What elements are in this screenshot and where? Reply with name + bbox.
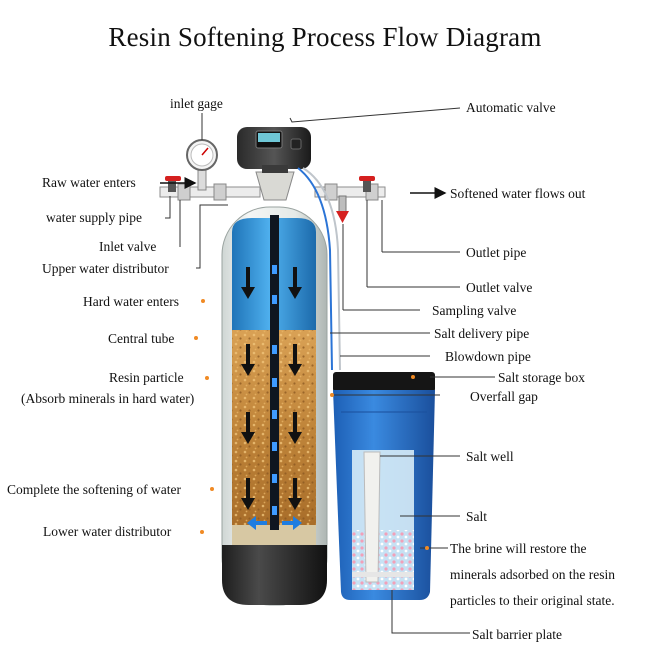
label-blowdown-pipe: Blowdown pipe [445,349,531,364]
salt-storage-box [333,372,435,600]
label-salt-well: Salt well [466,449,514,464]
label-salt: Salt [466,509,488,524]
label-automatic-valve: Automatic valve [466,100,556,115]
inlet-pipework [159,139,261,201]
label-raw-water-enters: Raw water enters [42,175,136,190]
label-upper-water-distributor: Upper water distributor [42,261,169,276]
label-overfall-gap: Overfall gap [470,389,538,404]
label-salt-barrier-plate: Salt barrier plate [472,627,562,642]
label-lower-water-distributor: Lower water distributor [43,524,172,539]
page-title: Resin Softening Process Flow Diagram [108,22,542,52]
label-resin-particle: Resin particle [109,370,184,385]
label-outlet-valve: Outlet valve [466,280,533,295]
label-brine-restore-line3: particles to their original state. [450,593,615,608]
outlet-pipework [314,176,386,223]
central-tube [270,215,279,530]
orange-leaders [194,299,429,550]
label-inlet-gage: inlet gage [170,96,223,111]
label-inlet-valve: Inlet valve [99,239,157,254]
lower-distributor-arrows [247,516,302,530]
label-brine-restore-line2: minerals adsorbed on the resin [450,567,615,582]
label-sampling-valve: Sampling valve [432,303,517,318]
label-water-supply-pipe: water supply pipe [46,210,142,225]
label-softened-water-flows-out: Softened water flows out [450,186,586,201]
label-hard-water-enters: Hard water enters [83,294,179,309]
leader-lines [165,107,495,634]
label-complete-softening: Complete the softening of water [7,482,181,497]
label-brine-restore-line1: The brine will restore the [450,541,587,556]
label-salt-delivery-pipe: Salt delivery pipe [434,326,530,341]
down-flow-arrows [241,267,302,510]
label-absorb-minerals: (Absorb minerals in hard water) [21,391,195,406]
flow-direction-arrows [160,177,447,199]
label-outlet-pipe: Outlet pipe [466,245,527,260]
salt-delivery-pipes [297,167,341,371]
automatic-valve [237,127,311,201]
label-salt-storage-box: Salt storage box [498,370,585,385]
label-central-tube: Central tube [108,331,175,346]
